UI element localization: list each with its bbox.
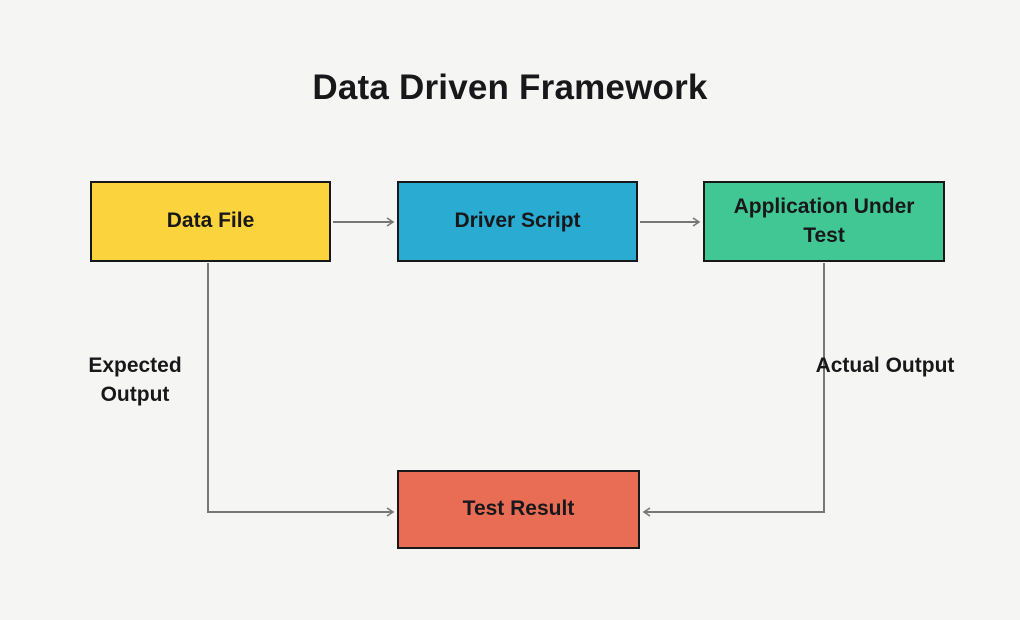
edge-data-file-to-test-result — [207, 263, 395, 517]
node-test-result-label: Test Result — [462, 497, 575, 521]
edge-label-actual-output: Actual Output — [815, 354, 955, 377]
node-test-result: Test Result — [397, 470, 640, 549]
diagram-title: Data Driven Framework — [312, 68, 708, 107]
node-application-under-test-label: Application Under Test — [733, 195, 915, 247]
node-data-file-label: Data File — [166, 209, 255, 233]
edge-aut-to-test-result — [642, 263, 825, 517]
edge-label-expected-output: Expected Output — [88, 354, 182, 406]
node-driver-script-label: Driver Script — [454, 209, 581, 233]
node-application-under-test: Application Under Test — [703, 181, 945, 262]
node-driver-script: Driver Script — [397, 181, 638, 262]
node-data-file: Data File — [90, 181, 331, 262]
